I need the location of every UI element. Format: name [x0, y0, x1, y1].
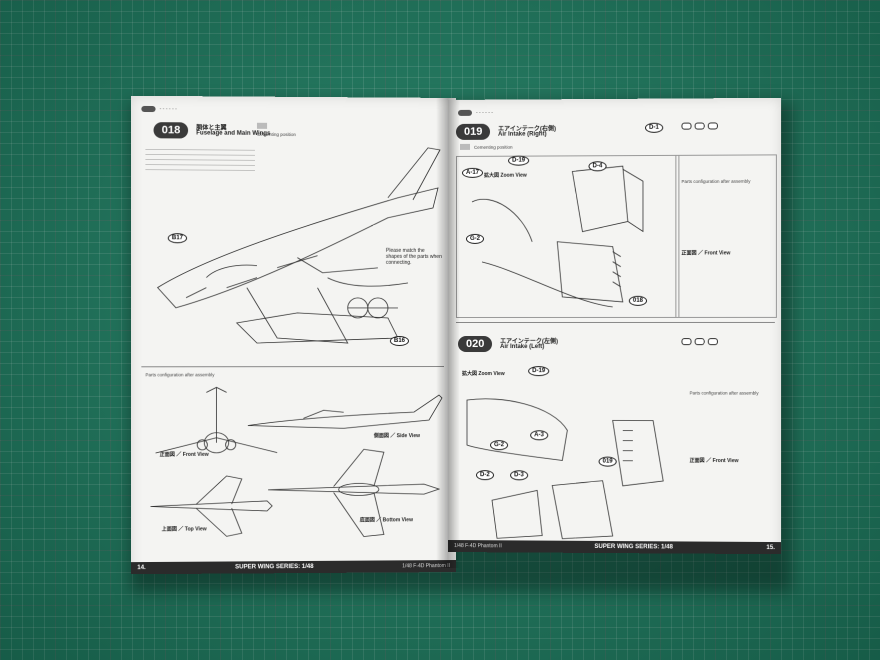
part-tag-d1: D-1	[645, 122, 663, 133]
part-label-b17: B17	[167, 233, 188, 244]
bottom-view-label: 底面図 ／ Bottom View	[359, 517, 413, 524]
section-divider	[455, 321, 775, 323]
part-tag-a3: A-3	[530, 430, 548, 441]
cement-legend-swatch	[256, 122, 268, 129]
left-footer: 14. SUPER WING SERIES: 1/48 1/48 F-4D Ph…	[131, 560, 457, 575]
left-header: - - - - - -	[141, 105, 177, 113]
config-text-b: Parts configuration after assembly	[689, 390, 759, 396]
step-020-title-en: Air Intake (Left)	[500, 344, 545, 351]
top-view-label: 上面図 ／ Top View	[161, 526, 207, 533]
paint-list-a	[681, 122, 718, 130]
config-text: Parts configuration after assembly	[145, 372, 215, 378]
phantom-fuselage-drawing	[145, 147, 441, 348]
part-tag-g2-a: G-2	[465, 233, 485, 244]
part-tag-d3: D-3	[510, 470, 528, 481]
brand-logo	[457, 109, 473, 116]
brand-logo	[141, 105, 156, 113]
part-label-b16: B16	[389, 336, 409, 347]
side-view-label: 側面図 ／ Side View	[373, 433, 421, 440]
part-tag-a17: A-17	[461, 167, 484, 178]
front-view-label-a: 正面図 ／ Front View	[681, 250, 731, 257]
diagram-label-019: 019	[598, 456, 617, 467]
section-divider	[141, 366, 445, 368]
bottom-view-drawing	[263, 444, 444, 545]
part-tag-g2-b: G-2	[490, 440, 509, 451]
part-tag-d19-a: D-19	[508, 155, 530, 166]
cement-legend-swatch	[459, 143, 471, 150]
part-tag-d2: D-2	[476, 470, 494, 481]
front-view-label: 正面図 ／ Front View	[159, 451, 209, 459]
step-019-badge: 019	[455, 123, 491, 140]
right-header: - - - - - -	[457, 109, 493, 116]
callout-match-shapes: Please match the shapes of the parts whe…	[385, 247, 442, 266]
cement-legend-text: Cementing position	[474, 144, 513, 150]
paint-list-b	[681, 338, 718, 346]
right-page-number: 15.	[766, 545, 775, 552]
part-tag-d19-b: D-19	[528, 366, 550, 377]
step-019-title-en: Air Intake (Right)	[498, 131, 547, 138]
intake-left-drawing	[462, 360, 683, 541]
intake-right-drawing	[462, 161, 673, 312]
right-page: - - - - - - 019 エアインテーク(右側) Air Intake (…	[448, 97, 781, 555]
part-tag-d4: D-4	[588, 161, 607, 172]
front-view-label-b: 正面図 ／ Front View	[689, 457, 739, 465]
step-020-badge: 020	[457, 336, 493, 353]
right-series-title: SUPER WING SERIES: 1/48	[594, 543, 673, 551]
config-text-a: Parts configuration after assembly	[681, 178, 751, 185]
left-series-title: SUPER WING SERIES: 1/48	[235, 563, 314, 571]
left-page-number: 14.	[137, 565, 146, 572]
book-gutter	[436, 98, 460, 568]
left-page: - - - - - - 018 胴体と主翼 Fuselage and Main …	[131, 95, 457, 575]
diagram-label-018: 018	[628, 295, 648, 306]
right-model-name: 1/48 F-4D Phantom II	[453, 543, 502, 550]
right-footer: 1/48 F-4D Phantom II SUPER WING SERIES: …	[448, 540, 781, 555]
